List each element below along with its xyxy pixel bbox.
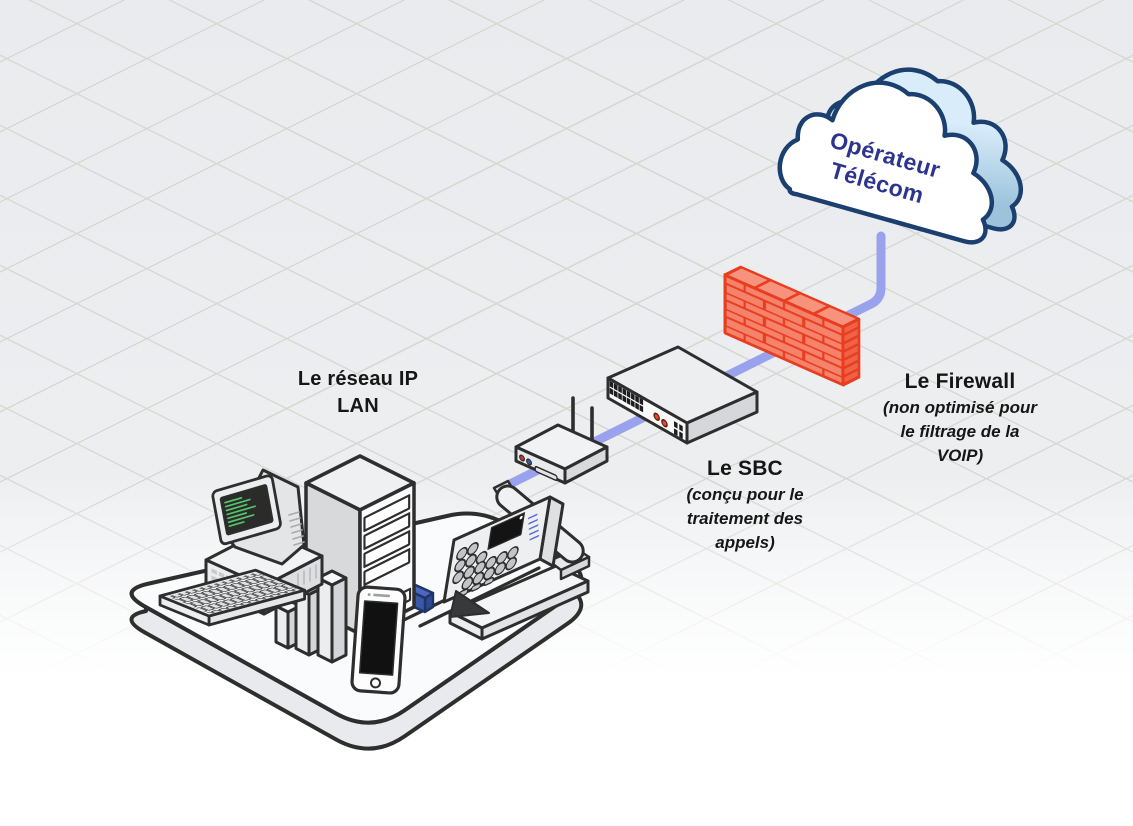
phone-keypad <box>452 542 519 598</box>
firewall-label-sub3: VOIP) <box>936 446 984 466</box>
sbc-led-red-2 <box>661 418 668 428</box>
bar-columns-icon <box>274 569 348 664</box>
lan-label-line2: LAN <box>337 395 379 417</box>
sbc-label-sub2: traitement des <box>686 509 804 528</box>
lan-label: Le réseau IP LAN <box>258 366 458 420</box>
home-button <box>369 677 381 689</box>
firewall-label-sub1: (non optimisé pour <box>883 397 1037 417</box>
network-cable <box>495 231 886 494</box>
crt-monitor <box>211 468 306 566</box>
router-led-blue <box>526 458 533 466</box>
firewall-label-sub2: le filtrage de la <box>900 422 1020 441</box>
desk-phone-icon <box>442 479 591 641</box>
router-icon <box>514 396 609 485</box>
sbc-device-icon <box>606 345 759 445</box>
sbc-port-grid <box>609 380 644 413</box>
sbc-label: Le SBC (conçu pour le traitement des app… <box>650 456 840 555</box>
firewall-label-title: Le Firewall <box>904 370 1016 393</box>
phone-display <box>487 512 526 551</box>
sbc-label-sub3: appels) <box>715 533 775 553</box>
terminal-text-lines <box>224 497 256 528</box>
firewall-icon <box>723 265 861 387</box>
sbc-led-red <box>653 412 660 421</box>
sbc-label-title: Le SBC <box>707 457 783 480</box>
cloud-icon <box>777 67 1023 245</box>
lan-label-line1: Le réseau IP <box>297 368 419 390</box>
smartphone-icon <box>350 585 407 695</box>
sbc-label-sub1: (conçu pour le <box>686 484 804 504</box>
firewall-label: Le Firewall (non optimisé pour le filtra… <box>848 369 1072 468</box>
router-led-red <box>519 454 525 462</box>
keyboard-icon <box>158 568 307 627</box>
phone-stand <box>449 590 490 618</box>
